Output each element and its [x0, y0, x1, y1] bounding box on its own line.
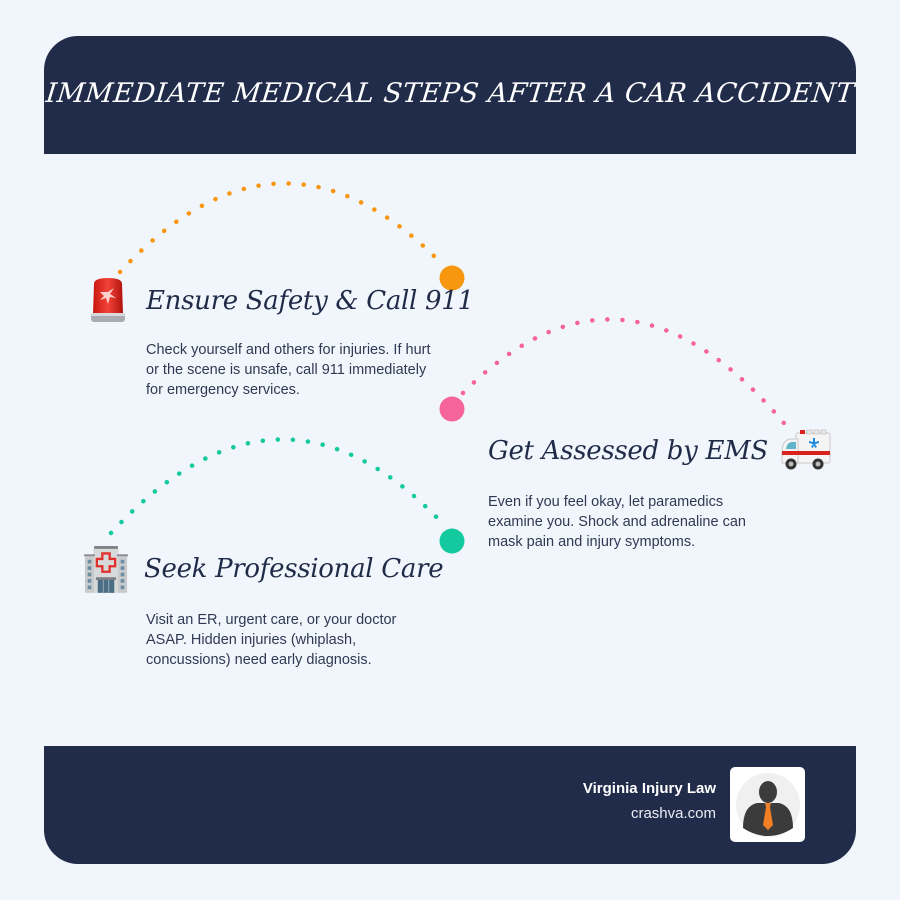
- page-title: Immediate Medical Steps After a Car Acci…: [44, 77, 856, 109]
- police-siren-icon: [86, 276, 130, 326]
- step-title: Seek Professional Care: [144, 554, 444, 584]
- step-ems-assessment: Get Assessed by EMS Even if you feel oka…: [488, 426, 832, 552]
- hospital-icon: [84, 544, 128, 594]
- footer-banner: Virginia Injury Law crashva.com: [44, 746, 856, 864]
- header-banner: Immediate Medical Steps After a Car Acci…: [44, 36, 856, 154]
- step-professional-care: Seek Professional Care Visit an ER, urge…: [84, 544, 444, 670]
- ambulance-icon: [780, 426, 832, 476]
- step-ensure-safety: Ensure Safety & Call 911 Check yourself …: [86, 276, 474, 400]
- website-link[interactable]: crashva.com: [630, 805, 716, 822]
- arc-step-3: [108, 437, 465, 554]
- step-description: Check yourself and others for injuries. …: [146, 342, 431, 398]
- step-title: Get Assessed by EMS: [488, 436, 769, 466]
- brand-block: Virginia Injury Law crashva.com: [583, 780, 716, 822]
- brand-name: Virginia Injury Law: [582, 780, 716, 797]
- step-description: Even if you feel okay, let paramedics ex…: [488, 494, 746, 550]
- lawyer-avatar-icon: [730, 767, 805, 842]
- step-title: Ensure Safety & Call 911: [146, 286, 474, 316]
- arc-step-1: [117, 181, 465, 291]
- arc-step-2: [439, 317, 791, 431]
- step-description: Visit an ER, urgent care, or your doctor…: [146, 612, 397, 668]
- arc-endpoint-pink: [439, 396, 465, 422]
